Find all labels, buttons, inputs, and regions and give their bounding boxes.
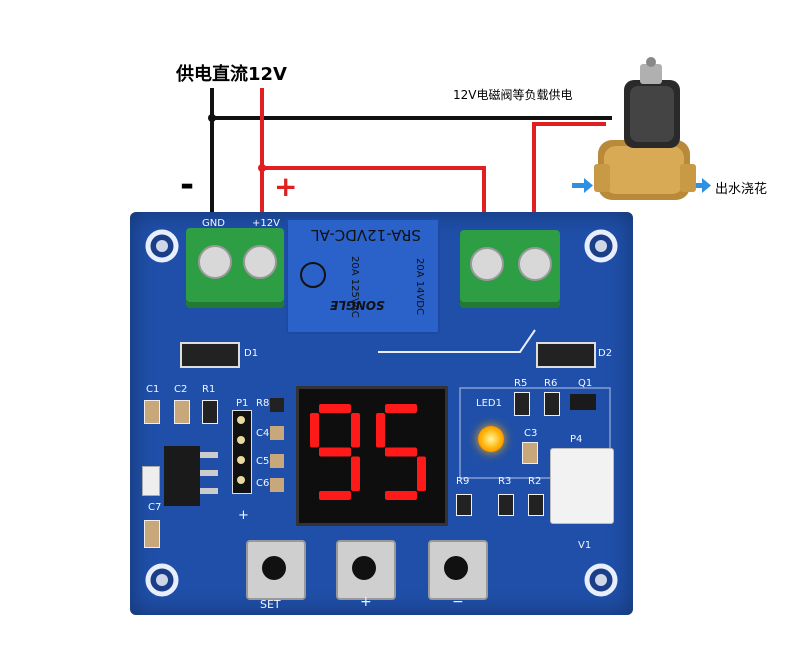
solenoid-valve-icon	[594, 57, 696, 200]
voltage-regulator	[164, 446, 200, 506]
resistor-r2	[528, 494, 544, 516]
mounting-holes	[145, 229, 618, 597]
resistor-r1	[202, 400, 218, 424]
relay-rating-2: 20A 14VDC	[414, 258, 425, 315]
relay-brand-label: SONGLE	[330, 298, 385, 312]
plus-button-cap-icon	[352, 556, 376, 580]
terminal-screw-12v-icon	[243, 245, 277, 279]
r2-label: R2	[528, 476, 542, 487]
q1-label: Q1	[578, 378, 593, 389]
c1-label: C1	[146, 384, 160, 395]
c6-label: C6	[256, 478, 270, 489]
segment-a	[319, 404, 351, 413]
terminal-gnd-label: GND	[202, 218, 225, 229]
resistor-r9	[456, 494, 472, 516]
led-indicator	[478, 426, 504, 452]
segment-d	[319, 491, 351, 500]
regulator-pins	[200, 452, 218, 458]
minus-button-label: −	[452, 594, 464, 610]
power-supply-label: 供电直流12V	[176, 64, 287, 85]
minus-button-cap-icon	[444, 556, 468, 580]
p1-label: P1	[236, 398, 249, 409]
capacitor-c7	[144, 520, 160, 548]
segment-f	[310, 413, 319, 448]
resistor-r6	[544, 392, 560, 416]
relay-model-label: SRA-12VDC-AL	[311, 226, 421, 244]
segment-g	[385, 447, 417, 457]
c5-label: C5	[256, 456, 270, 467]
terminal-screw-load-1-icon	[470, 247, 504, 281]
r5-label: R5	[514, 378, 528, 389]
d1-label: D1	[244, 348, 259, 359]
minus-sign: -	[180, 165, 195, 205]
resistor-r3	[498, 494, 514, 516]
terminal-screw-load-2-icon	[518, 247, 552, 281]
led-label: LED1	[476, 398, 502, 409]
segment-f	[376, 413, 385, 448]
wire-red-to-valve	[532, 122, 606, 238]
capacitor-c1	[144, 400, 160, 424]
segment-b	[351, 413, 360, 448]
capacitor-c2	[174, 400, 190, 424]
plus-sign: +	[274, 170, 298, 203]
r3-label: R3	[498, 476, 512, 487]
segment-c	[417, 456, 426, 491]
connector-small	[142, 466, 160, 496]
r6-label: R6	[544, 378, 558, 389]
plus-pin-label: +	[238, 508, 249, 523]
flow-arrow-in-icon	[572, 178, 593, 193]
segment-d	[385, 491, 417, 500]
set-button-cap-icon	[262, 556, 286, 580]
plus-button[interactable]	[336, 540, 396, 600]
r9-label: R9	[456, 476, 470, 487]
set-button-label: SET	[260, 598, 281, 611]
c4-label: C4	[256, 428, 270, 439]
header-p1	[232, 410, 252, 494]
p4-label: P4	[570, 434, 583, 445]
c7-label: C7	[148, 502, 162, 513]
terminal-12v-label: +12V	[252, 218, 280, 229]
d2-label: D2	[598, 348, 613, 359]
water-out-label: 出水浇花	[715, 182, 768, 197]
resistor-r5	[514, 392, 530, 416]
r8-label: R8	[256, 398, 270, 409]
segment-c	[351, 456, 360, 491]
c2-label: C2	[174, 384, 188, 395]
segment-a	[385, 404, 417, 413]
c3-label: C3	[524, 428, 538, 439]
terminal-screw-gnd-icon	[198, 245, 232, 279]
header-pins	[237, 416, 245, 424]
display-digits	[310, 404, 426, 500]
connector-p4	[550, 448, 614, 524]
relay-ul-logo-icon	[300, 262, 326, 288]
diode-d2	[536, 342, 596, 368]
plus-button-label: +	[360, 594, 372, 610]
v1-label: V1	[578, 540, 592, 551]
diode-d1	[180, 342, 240, 368]
smd-column	[270, 398, 284, 412]
r1-label: R1	[202, 384, 216, 395]
segment-g	[319, 447, 351, 457]
transistor-q1	[570, 394, 596, 410]
capacitor-c3	[522, 442, 538, 464]
load-supply-label: 12V电磁阀等负载供电	[453, 88, 573, 102]
